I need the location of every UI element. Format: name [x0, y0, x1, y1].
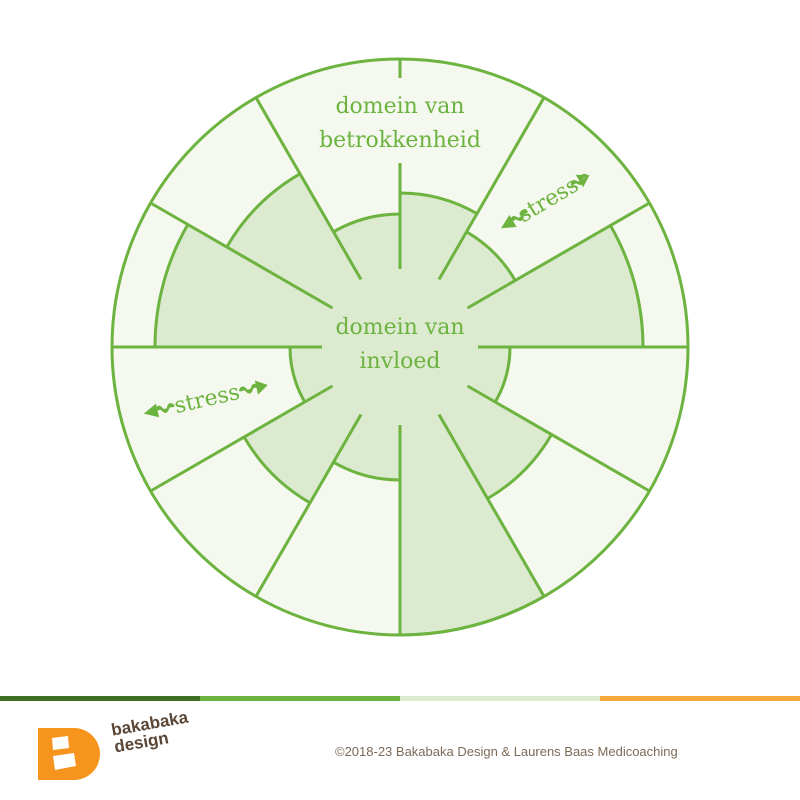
- brand-name: bakabaka design: [110, 708, 192, 757]
- bakabaka-logo-icon: [38, 728, 100, 780]
- color-bar-segment: [200, 696, 400, 701]
- color-bar-segment: [400, 696, 600, 701]
- sector-arc: [609, 224, 645, 348]
- radial-lines: [110, 57, 690, 637]
- outer-label-line1: domein van: [335, 94, 464, 119]
- influence-sector: [400, 225, 643, 347]
- center-label-line2: invloed: [359, 349, 440, 374]
- radial-line: [437, 96, 546, 281]
- radial-line: [149, 384, 334, 493]
- influence-sector: [244, 347, 400, 503]
- sector-arc: [332, 212, 401, 234]
- influence-sector: [400, 347, 552, 499]
- sector-arc: [486, 433, 553, 500]
- influence-sector: [400, 347, 510, 402]
- sector-arc: [465, 230, 517, 282]
- outer-label-line2: betrokkenheid: [319, 128, 481, 153]
- circle-of-influence-diagram: domein van betrokkenheid domein van invl…: [110, 57, 690, 637]
- radial-line: [437, 413, 546, 598]
- influence-sector: [400, 231, 516, 347]
- sector-arc: [225, 172, 301, 248]
- influence-sector: [400, 347, 544, 635]
- radial-line: [254, 413, 363, 598]
- influence-sector: [400, 193, 477, 347]
- center-label-line1: domein van: [335, 315, 464, 340]
- sectors: [112, 59, 688, 635]
- influence-sector: [290, 347, 400, 402]
- radial-line: [466, 201, 651, 310]
- sector-arc: [493, 346, 512, 403]
- influence-sector: [333, 214, 400, 347]
- wavy-arrow-icon: [143, 403, 175, 418]
- color-bar: [0, 696, 800, 701]
- radial-line: [254, 96, 363, 281]
- wavy-arrow-icon: [570, 173, 590, 188]
- sector-arc: [399, 191, 478, 215]
- sector-arc: [242, 436, 311, 505]
- influence-sector: [155, 224, 400, 347]
- sector-arc: [332, 460, 401, 482]
- radial-line: [466, 384, 651, 493]
- sector-arc: [153, 223, 190, 348]
- radial-line: [149, 201, 334, 310]
- influence-sector: [226, 173, 400, 347]
- sector-arc: [288, 346, 307, 403]
- copyright-text: ©2018-23 Bakabaka Design & Laurens Baas …: [335, 744, 678, 759]
- influence-sector: [333, 347, 400, 480]
- outer-circle-border: [110, 57, 690, 637]
- wavy-arrow-icon: [501, 209, 529, 229]
- wavy-arrow-icon: [238, 380, 268, 395]
- color-bar-segment: [0, 696, 200, 701]
- color-bar-segment: [600, 696, 800, 701]
